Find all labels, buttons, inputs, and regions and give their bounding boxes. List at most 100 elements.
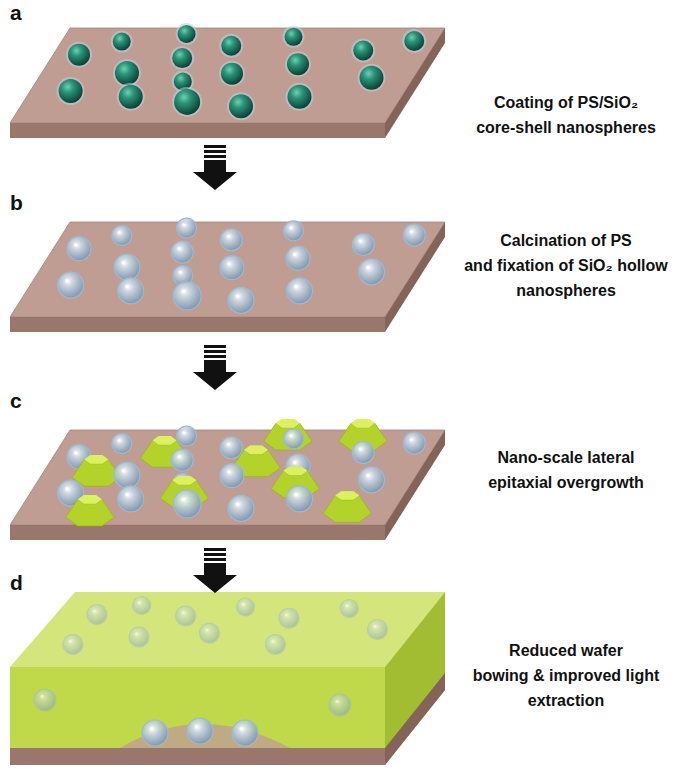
sphere-highlight [293,253,296,256]
silica-shell [117,83,145,111]
silica-shell [172,87,202,117]
arrow-stripe [204,145,226,148]
gan-island-top [84,455,108,464]
hollow-nanosphere [287,486,313,512]
silica-shell [111,31,133,53]
hollow-nanosphere [352,442,374,464]
hollow-nanosphere [266,635,286,655]
silica-shell [351,39,375,63]
hollow-nanosphere [284,429,304,449]
ps-sio2-nanosphere [113,33,131,51]
hollow-nanosphere [34,689,56,711]
silica-shell [176,23,198,45]
sphere-highlight [227,262,230,265]
hollow-nanosphere [118,278,144,304]
sphere-highlight [373,625,376,628]
gan-island-top [335,491,359,500]
sphere-highlight [366,266,370,270]
substrate-side [385,430,445,540]
ps-sio2-nanosphere [404,31,424,51]
gan-island-top [351,419,375,428]
sphere-highlight [179,271,182,274]
hollow-nanosphere [287,278,313,304]
arrow-stripe [204,350,226,353]
hollow-nanosphere [286,246,310,270]
sphere-highlight [125,285,129,289]
sphere-highlight [182,611,185,614]
hollow-nanosphere [171,241,193,263]
sphere-highlight [205,629,208,632]
ps-sio2-nanosphere [221,36,241,56]
sphere-highlight [366,474,370,478]
substrate-front [10,123,385,138]
sphere-highlight [74,243,77,246]
gan-film-side [385,592,445,765]
sphere-highlight [182,223,185,226]
silica-shell [358,64,386,92]
ps-sio2-nanosphere [178,25,196,43]
silica-shell [219,61,245,87]
sphere-highlight [69,640,72,643]
hollow-nanosphere [329,694,351,716]
sphere-highlight [271,640,274,643]
hollow-nanosphere [232,720,258,746]
silica-shell [285,51,311,77]
hollow-nanosphere [177,218,197,238]
sphere-highlight [236,502,240,506]
substrate-front [10,525,385,540]
hollow-nanosphere [112,434,132,454]
sphere-highlight [227,443,230,446]
arrow-stripe [204,355,226,358]
step-description: Reduced wafer bowing & improved light ex… [473,638,660,713]
silica-shell [227,92,255,120]
ps-sio2-nanosphere [174,89,200,115]
gan-island-top [153,436,177,445]
hollow-nanosphere [112,226,132,246]
sphere-highlight [410,230,413,233]
ps-sio2-nanosphere [221,63,243,85]
hollow-nanosphere [220,464,244,488]
process-arrow [193,145,237,190]
ps-sio2-nanosphere [285,28,303,46]
silica-shell [219,34,243,58]
sphere-highlight [135,632,138,635]
ps-sio2-nanosphere [172,48,192,68]
hollow-nanosphere [368,620,388,640]
arrow-head [193,360,237,390]
hollow-nanosphere [284,221,304,241]
sphere-highlight [122,261,126,265]
sphere-highlight [65,279,69,283]
panel-letter: c [10,388,22,413]
hollow-nanosphere [173,490,201,518]
sphere-highlight [181,289,185,293]
step-description: Nano-scale lateral epitaxial overgrowth [488,445,644,495]
silica-shell [57,77,85,105]
gan-island-top [172,476,196,485]
sphere-highlight [359,448,362,451]
sphere-highlight [178,455,181,458]
hollow-nanosphere [87,605,107,625]
gan-island-top [244,446,268,455]
sphere-highlight [410,438,413,441]
sphere-highlight [294,285,298,289]
substrate-side [385,222,445,332]
sphere-highlight [118,231,121,234]
ps-sio2-nanosphere [229,94,253,118]
sphere-highlight [178,247,181,250]
silica-shell [170,46,194,70]
hollow-nanosphere [279,608,299,628]
hollow-nanosphere [237,598,255,616]
panel-d-figure [10,592,445,765]
ps-sio2-nanosphere [68,44,90,66]
sphere-highlight [181,497,185,501]
ps-sio2-nanosphere [59,79,83,103]
hollow-nanosphere [352,234,374,256]
sphere-highlight [74,451,77,454]
silica-shell [286,83,314,111]
arrow-stripe [204,558,226,561]
hollow-nanosphere [187,718,213,744]
sphere-highlight [227,470,230,473]
sphere-highlight [285,614,288,617]
hollow-nanosphere [129,627,149,647]
